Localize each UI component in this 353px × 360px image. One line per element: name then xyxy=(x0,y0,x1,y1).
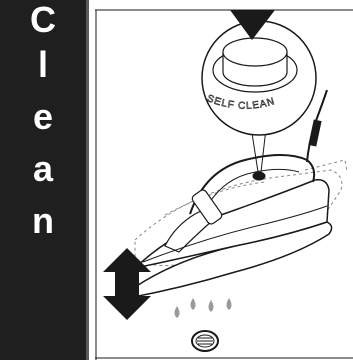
side-letter-c: C xyxy=(0,0,86,40)
self-clean-illustration: SELF CLEAN xyxy=(95,0,353,360)
side-tab-edge xyxy=(86,0,89,360)
self-clean-dial-icon: SELF CLEAN xyxy=(197,21,317,135)
side-letter-n: n xyxy=(0,201,86,241)
side-tab: C l e a n xyxy=(0,0,89,360)
side-letter-e: e xyxy=(0,97,86,137)
side-letter-l: l xyxy=(0,45,86,85)
side-letter-a: a xyxy=(0,149,86,189)
drain-icon xyxy=(192,331,218,351)
water-drops-icon xyxy=(175,298,232,318)
